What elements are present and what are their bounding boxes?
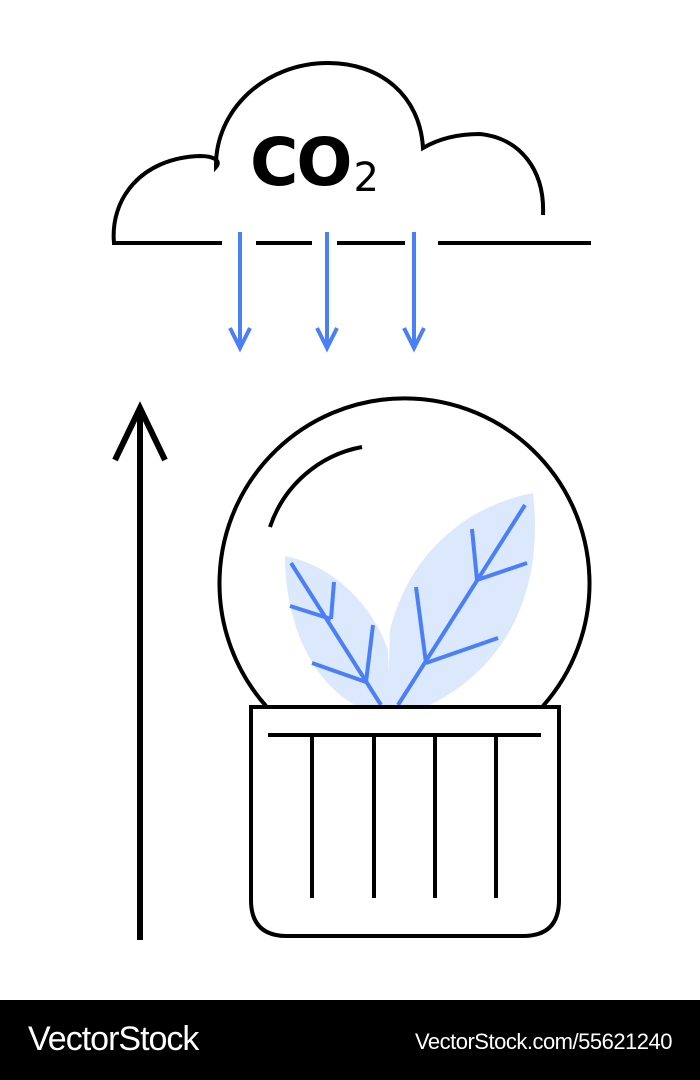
- pot-icon: [249, 705, 561, 938]
- up-arrow-icon: [112, 401, 168, 940]
- down-arrow-icon: [228, 232, 426, 353]
- leaf-icon: [285, 493, 535, 707]
- co2-label-main: CO: [250, 124, 353, 201]
- co2-label: CO2: [250, 130, 379, 199]
- co2-label-subscript: 2: [353, 155, 379, 201]
- cloud-icon: [111, 60, 591, 245]
- co2-plant-illustration: [111, 60, 592, 940]
- glass-dome-icon: [217, 396, 592, 708]
- footer-reference: VectorStock.com/55621240: [414, 1029, 673, 1054]
- watermark-footer: VectorStock VectorStock.com/55621240: [0, 1000, 700, 1080]
- footer-brand: VectorStock: [28, 1020, 199, 1058]
